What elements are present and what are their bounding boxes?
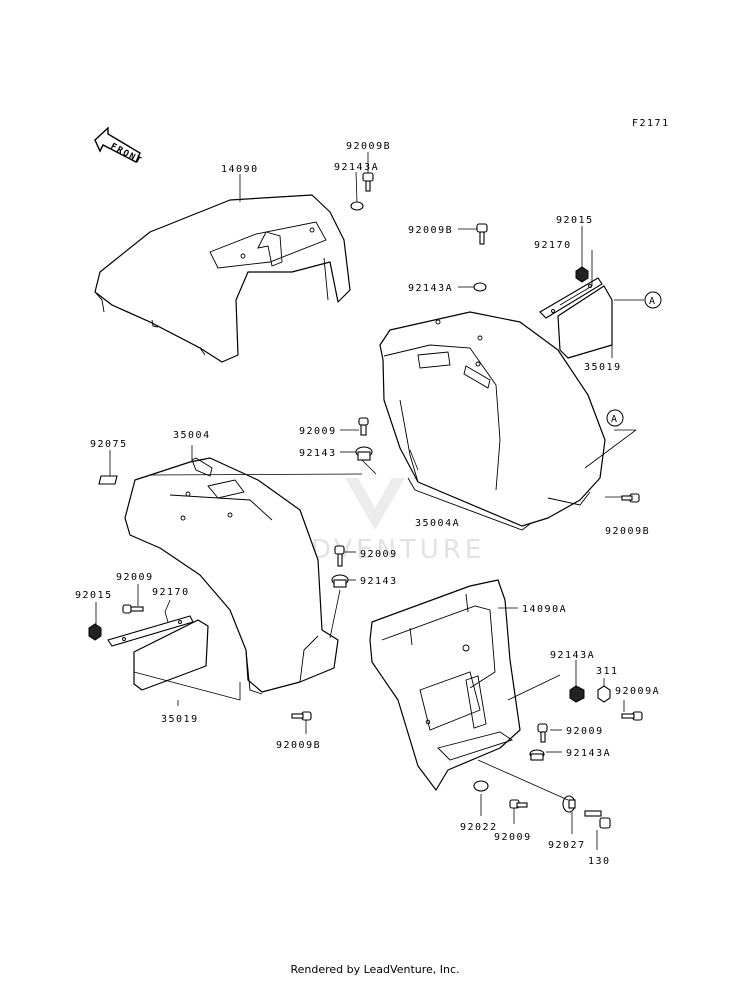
grommet-92143-mid — [355, 446, 373, 461]
washer-92022 — [473, 780, 489, 792]
nut-92015-right — [575, 266, 589, 283]
part-35019-left-mudflap — [107, 615, 209, 691]
part-14090-upper-cover — [94, 194, 351, 363]
callout-a-right: A — [644, 291, 662, 309]
washer-92143a-mid — [473, 282, 487, 292]
label-311: 311 — [596, 666, 619, 677]
label-92170-right: 92170 — [534, 240, 572, 251]
label-92143a-top: 92143A — [334, 162, 379, 173]
bolt-92009b-right — [621, 493, 640, 503]
label-35019-left: 35019 — [161, 714, 199, 725]
label-92009b-top: 92009B — [346, 141, 391, 152]
bolt-92009b-left — [291, 711, 312, 721]
label-92009b-mid: 92009B — [408, 225, 453, 236]
label-92009a: 92009A — [615, 686, 660, 697]
label-92009b-left: 92009B — [276, 740, 321, 751]
hardware — [88, 172, 643, 829]
leader-lines — [95, 152, 644, 850]
clip-92075 — [98, 475, 118, 485]
nut-92015-left — [88, 623, 102, 641]
nut-311 — [597, 685, 611, 703]
label-92170-left: 92170 — [152, 587, 190, 598]
nut-92143a-low — [569, 685, 585, 703]
label-92009-bottom: 92009 — [494, 832, 532, 843]
washer-92027 — [562, 795, 576, 813]
label-92009-low: 92009 — [566, 726, 604, 737]
bolt-92009b-top — [362, 172, 374, 192]
label-14090a: 14090A — [522, 604, 567, 615]
label-92143a-bottom: 92143A — [566, 748, 611, 759]
washer-92143a-bottom — [529, 749, 545, 761]
bolt-130 — [584, 810, 611, 829]
label-92143a-low: 92143A — [550, 650, 595, 661]
part-labels: 14090 92143A 92009B 92015 92170 92009B 9… — [75, 141, 660, 867]
bolt-92009-left — [122, 604, 144, 614]
footer-credit: Rendered by LeadVenture, Inc. — [290, 963, 460, 976]
bolt-92009-mid — [358, 417, 369, 436]
front-arrow-icon: FRONT — [94, 126, 144, 167]
label-130: 130 — [588, 856, 611, 867]
bolt-92009-low — [537, 723, 548, 743]
label-92022: 92022 — [460, 822, 498, 833]
callout-a-mid: A — [606, 409, 624, 427]
label-35004: 35004 — [173, 430, 211, 441]
bolt-92009b-mid — [476, 223, 488, 245]
svg-text:A: A — [649, 296, 657, 307]
figure-code: F2171 — [632, 118, 670, 129]
label-92015-left: 92015 — [75, 590, 113, 601]
label-14090: 14090 — [221, 164, 259, 175]
part-35004-left-fender — [124, 457, 339, 695]
label-35004a: 35004A — [415, 518, 460, 529]
label-92009-center: 92009 — [360, 549, 398, 560]
washer-92143a-top — [350, 201, 364, 211]
label-92143a-mid: 92143A — [408, 283, 453, 294]
label-92009-mid: 92009 — [299, 426, 337, 437]
svg-text:A: A — [611, 414, 619, 425]
label-92143-mid: 92143 — [299, 448, 337, 459]
bolt-92009a — [621, 711, 643, 721]
label-92075: 92075 — [90, 439, 128, 450]
bolt-92009-bottom — [509, 799, 528, 809]
label-92015-right: 92015 — [556, 215, 594, 226]
part-35004a-right-fender — [379, 311, 606, 531]
grommet-92143-center — [331, 574, 349, 588]
label-35019-right: 35019 — [584, 362, 622, 373]
label-92143-center: 92143 — [360, 576, 398, 587]
bolt-92009-center — [334, 545, 345, 567]
label-92009b-right: 92009B — [605, 526, 650, 537]
label-92027: 92027 — [548, 840, 586, 851]
part-14090a-lower-cover — [369, 579, 521, 791]
label-92009-left: 92009 — [116, 572, 154, 583]
